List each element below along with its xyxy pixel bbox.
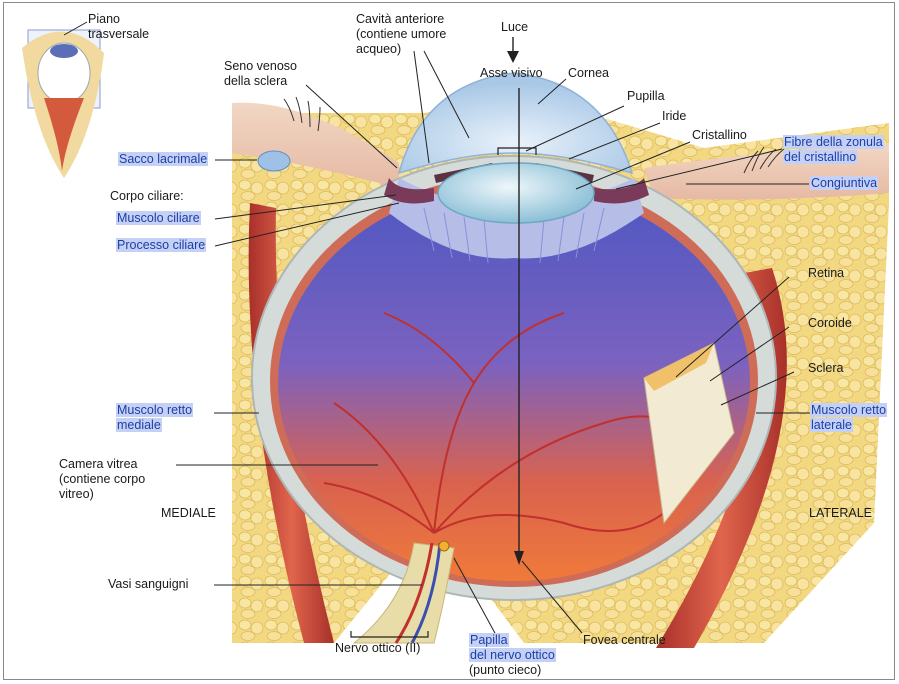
label-retina: Retina: [808, 266, 845, 280]
figure-frame: Piano trasversale Cavità anteriore (cont…: [3, 2, 895, 680]
label-processo-ciliare: Processo ciliare: [116, 238, 207, 252]
cornea: [397, 72, 634, 175]
label-piano-trasversale: Piano trasversale: [88, 12, 150, 41]
label-fovea-centrale: Fovea centrale: [583, 633, 666, 647]
label-cornea: Cornea: [568, 66, 609, 80]
label-pupilla: Pupilla: [627, 89, 665, 103]
label-cavita-anteriore: Cavità anteriore (contiene umore acqueo): [356, 12, 447, 56]
optic-nerve-bracket: [350, 631, 429, 638]
lens: [437, 162, 595, 224]
ciliary-muscle: [384, 178, 434, 204]
vitreous-chamber: [278, 185, 750, 581]
zonular-fibers: [423, 207, 605, 264]
label-muscolo-retto-mediale: Muscolo retto mediale: [116, 403, 194, 432]
label-sclera: Sclera: [808, 361, 844, 375]
optic-nerve: [352, 542, 455, 644]
eyelashes: [283, 96, 785, 174]
label-seno-venoso: Seno venoso della sclera: [224, 59, 297, 88]
lateral-rectus: [656, 268, 787, 648]
label-asse-visivo: Asse visivo: [480, 66, 543, 80]
eye-anatomy-illustration: [22, 21, 889, 648]
label-congiuntiva: Congiuntiva: [810, 176, 879, 190]
label-muscolo-ciliare: Muscolo ciliare: [116, 211, 201, 225]
light-arrow-head: [507, 51, 519, 63]
retinal-vessels: [323, 312, 705, 534]
label-sacco-lacrimale: Sacco lacrimale: [118, 152, 209, 166]
upper-eyelid-medial: [232, 102, 399, 188]
visual-axis-arrow: [514, 551, 524, 565]
optic-nerve-vein: [410, 542, 442, 644]
label-cristallino: Cristallino: [692, 128, 747, 142]
label-fibre-zonula: Fibre della zonula del cristallino: [783, 135, 884, 164]
label-mediale: MEDIALE: [161, 506, 216, 520]
optic-nerve-artery: [394, 542, 434, 644]
label-muscolo-retto-laterale: Muscolo retto laterale: [810, 403, 888, 432]
lacrimal-sac: [257, 150, 291, 172]
leader-lines: [63, 21, 810, 636]
label-nervo-ottico: Nervo ottico (II): [335, 641, 421, 655]
label-papilla-nervo-ottico: Papilla del nervo ottico (punto cieco): [469, 633, 556, 677]
label-laterale: LATERALE: [809, 506, 872, 520]
label-iride: Iride: [662, 109, 687, 123]
label-camera-vitrea: Camera vitrea (contiene corpo vitreo): [59, 457, 146, 501]
transverse-plane-inset: [22, 29, 104, 178]
label-corpo-ciliare: Corpo ciliare:: [110, 189, 184, 203]
optic-disc: [438, 540, 450, 552]
label-vasi-sanguigni: Vasi sanguigni: [108, 577, 189, 591]
label-coroide: Coroide: [808, 316, 852, 330]
label-luce: Luce: [501, 20, 529, 34]
retina-cutaway: [644, 343, 714, 391]
pupil-bracket: [497, 147, 537, 155]
